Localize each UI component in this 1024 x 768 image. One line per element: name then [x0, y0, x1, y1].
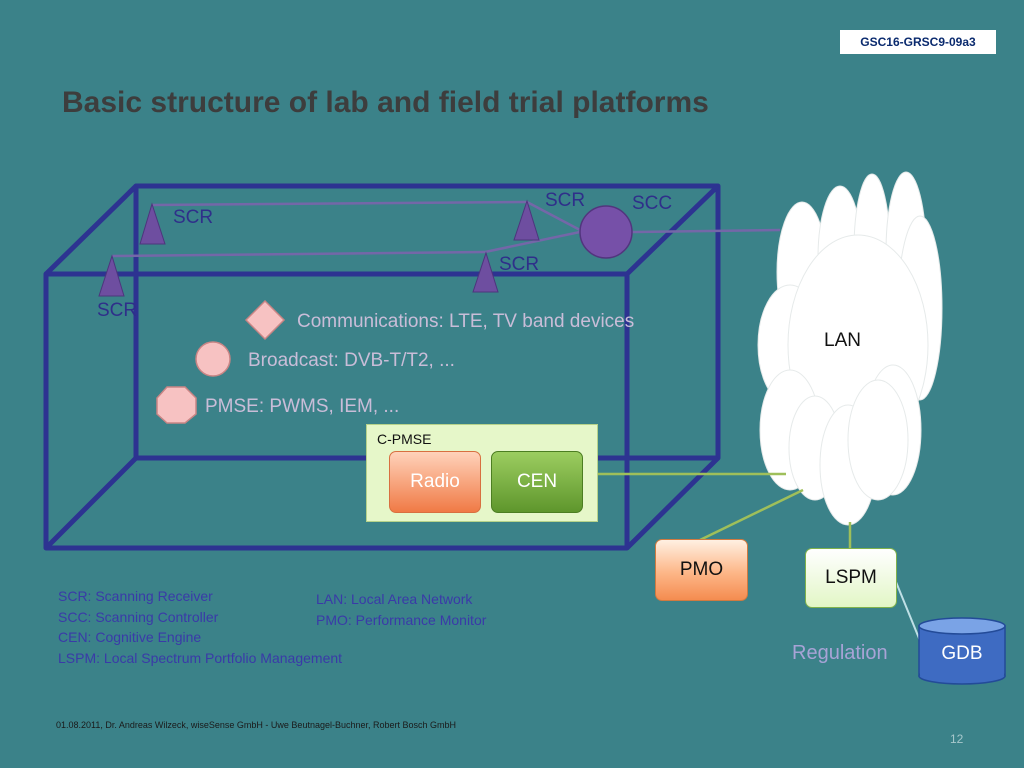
- cube-front-face: [43, 271, 630, 551]
- scr-label-2: SCR: [545, 190, 586, 211]
- legend-item: SCR: Scanning Receiver: [58, 588, 213, 604]
- lan-label: LAN: [824, 330, 861, 351]
- scr-triangle-4: [472, 251, 499, 293]
- slide-footer: 01.08.2011, Dr. Andreas Wilzeck, wiseSen…: [56, 720, 457, 730]
- lan-cloud-icon: [757, 171, 943, 526]
- document-id-badge: GSC16-GRSC9-09a3: [840, 30, 996, 54]
- cube-edge-top-left: [44, 184, 138, 276]
- legend-item: PMO: Performance Monitor: [316, 611, 487, 628]
- legend-item: LAN: Local Area Network: [316, 591, 473, 607]
- gdb-label: GDB: [941, 643, 983, 664]
- scc-node: [579, 205, 633, 259]
- scr-triangle-3: [98, 254, 125, 297]
- radio-box: Radio: [389, 451, 481, 513]
- cube-edge-bottom-right: [625, 456, 720, 550]
- page-number: 12: [950, 732, 964, 746]
- device-label-communications: Communications: LTE, TV band devices: [297, 311, 635, 332]
- communications-diamond-icon: [244, 299, 286, 341]
- broadcast-circle-icon: [195, 341, 231, 377]
- pmse-octagon-icon: [156, 386, 197, 424]
- cube-edge-top-right: [625, 184, 720, 276]
- cen-box: CEN: [491, 451, 583, 513]
- slide-title: Basic structure of lab and field trial p…: [62, 86, 709, 119]
- scc-label: SCC: [632, 193, 673, 214]
- device-label-broadcast: Broadcast: DVB-T/T2, ...: [248, 350, 455, 371]
- scr-triangle-2: [513, 199, 540, 241]
- scr-label-4: SCR: [97, 300, 138, 321]
- cube-edge-bottom-left: [44, 456, 138, 550]
- network-connectors: [598, 472, 852, 549]
- legend-item: SCC: Scanning Controller: [58, 608, 219, 625]
- legend-item: LSPM: Local Spectrum Portfolio Managemen…: [58, 649, 343, 666]
- scr-triangle-1: [139, 202, 166, 245]
- scr-label-1: SCR: [173, 207, 214, 228]
- scr-label-3: SCR: [499, 254, 540, 275]
- legend-left: SCR: Scanning Receiver SCC: Scanning Con…: [58, 586, 342, 668]
- legend-right: LAN: Local Area Network PMO: Performance…: [316, 589, 486, 630]
- legend-item: CEN: Cognitive Engine: [58, 629, 202, 645]
- cpmse-label: C-PMSE: [377, 431, 432, 447]
- scanner-links: [111, 200, 781, 258]
- regulation-label: Regulation: [792, 642, 888, 664]
- pmo-box: PMO: [655, 539, 748, 601]
- cpmse-system-box: C-PMSE Radio CEN: [366, 424, 598, 522]
- gdb-database-icon: [918, 617, 1006, 685]
- lspm-box: LSPM: [805, 548, 897, 608]
- device-label-pmse: PMSE: PWMS, IEM, ...: [205, 396, 400, 417]
